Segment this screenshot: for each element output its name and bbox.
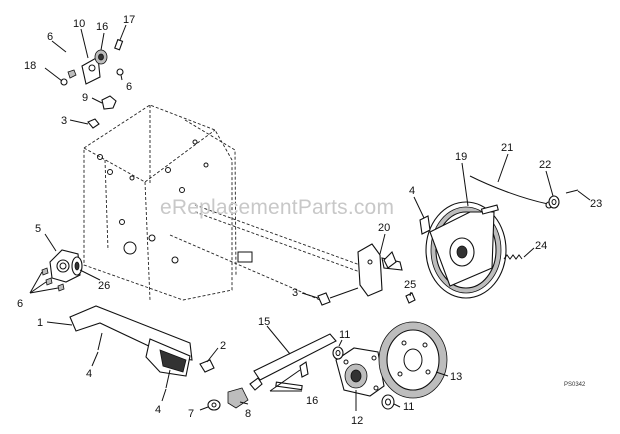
hub-assembly	[335, 347, 385, 397]
label-2: 2	[220, 340, 226, 352]
gear-8	[227, 387, 249, 409]
label-6-left: 6	[17, 298, 23, 310]
label-16: 16	[96, 21, 108, 33]
label-8: 8	[245, 408, 251, 420]
friction-disc	[378, 321, 448, 399]
label-14: 15	[258, 316, 270, 328]
washer-hole	[211, 402, 217, 408]
label-6-top: 6	[47, 31, 53, 43]
spring-24	[503, 254, 523, 260]
label-22: 22	[539, 159, 551, 171]
label-9: 9	[82, 92, 88, 104]
label-11-upper: 11	[339, 329, 350, 341]
diagram-code: PS0342	[564, 382, 586, 388]
cable-21	[469, 175, 549, 205]
label-12: 12	[351, 415, 363, 427]
drive-pulley	[419, 201, 507, 299]
label-17: 17	[123, 14, 135, 26]
washer-11-lower-hole	[385, 398, 391, 406]
auger-housing-frame	[83, 104, 253, 301]
label-13: 13	[450, 371, 462, 383]
label-19: 19	[455, 151, 467, 163]
label-18: 18	[24, 60, 36, 72]
label-3-mid: 3	[292, 287, 298, 299]
label-26: 26	[98, 280, 110, 292]
label-23: 23	[590, 198, 602, 210]
label-4-bottom: 4	[155, 404, 161, 416]
washer-11-lower	[381, 394, 395, 410]
center-line	[169, 234, 321, 301]
part-labels: 6 10 16 17 18 6 9 3 5 6 26 1 4 4 2 7 8 1…	[17, 14, 602, 427]
left-bearing-flange	[41, 249, 83, 292]
label-25: 25	[404, 279, 416, 291]
nut-2	[199, 359, 215, 373]
drive-axis-line-lower	[194, 211, 361, 273]
drive-axis-line	[194, 204, 361, 266]
watermark-text: eReplacementParts.com	[160, 196, 394, 219]
upper-bracket-assembly	[60, 38, 124, 129]
washer-11-upper	[332, 346, 344, 360]
washer-22	[548, 195, 560, 209]
pulley-bracket	[317, 243, 416, 306]
label-20: 20	[378, 222, 390, 234]
washer-22-hole	[551, 199, 557, 205]
label-7: 7	[188, 408, 194, 420]
leader-lines	[29, 24, 591, 411]
label-24: 24	[535, 240, 547, 252]
label-1: 1	[37, 317, 43, 329]
shift-lever-arm	[69, 305, 193, 389]
label-3-top: 3	[61, 115, 67, 127]
label-11-lower: 11	[403, 401, 414, 413]
label-4-right: 4	[409, 185, 415, 197]
label-10: 10	[73, 18, 85, 30]
label-5: 5	[35, 223, 41, 235]
label-15: 16	[306, 395, 318, 407]
drive-shaft	[249, 333, 337, 391]
washer-11-upper-hole	[335, 350, 341, 356]
washer-7	[207, 399, 221, 411]
label-21: 21	[501, 142, 513, 154]
label-6-right: 6	[126, 81, 132, 93]
label-4-left: 4	[86, 368, 92, 380]
pin-23	[565, 189, 579, 194]
